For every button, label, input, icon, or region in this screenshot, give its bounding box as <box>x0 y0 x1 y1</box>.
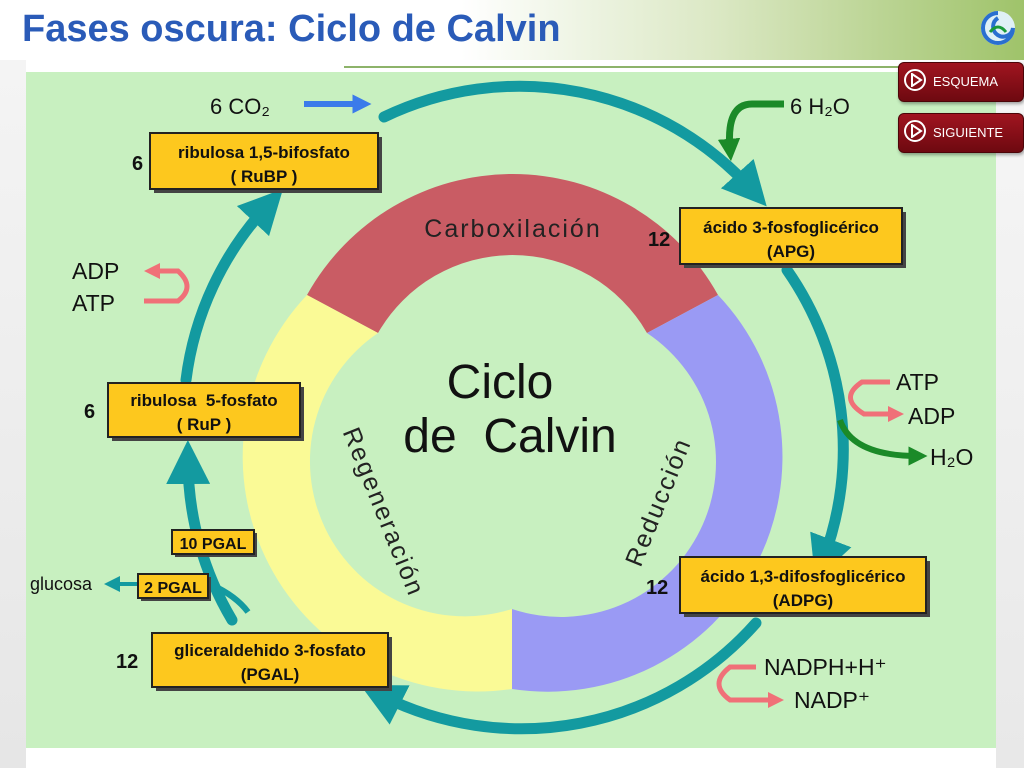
left-margin <box>0 60 26 768</box>
h2o-out-label: H₂O <box>930 444 973 470</box>
apg-name: ácido 3-fosfoglicérico <box>703 218 879 237</box>
cycle-arrow-left-upper <box>180 188 284 386</box>
rubp-abbrev: ( RuBP ) <box>231 167 298 186</box>
pgal-abbrev: (PGAL) <box>241 665 300 684</box>
adpg-name: ácido 1,3-difosfoglicérico <box>701 567 906 586</box>
logo-icon <box>981 11 1015 45</box>
rubp-count: 6 <box>132 153 143 175</box>
pgal-count: 12 <box>116 651 138 673</box>
rup-abbrev: ( RuP ) <box>177 415 231 434</box>
box-rubp: 6 ribulosa 1,5-bifosfato ( RuBP ) <box>132 132 382 193</box>
pgal2-label: 2 PGAL <box>144 580 202 597</box>
cycle-arrow-bottom <box>360 617 762 735</box>
box-apg: 12 ácido 3-fosfoglicérico (APG) <box>648 207 906 268</box>
adp-right-label: ADP <box>908 403 955 429</box>
center-title-line1: Ciclo <box>447 356 554 409</box>
h2o-in-label: 6 H₂O <box>790 94 850 119</box>
apg-count: 12 <box>648 229 670 251</box>
box-rup: 6 ribulosa 5-fosfato ( RuP ) <box>84 382 304 441</box>
header-divider <box>344 66 904 68</box>
atp-right-label: ATP <box>896 369 939 395</box>
atp-adp-right-arrow <box>848 379 905 423</box>
page-title: Fases oscura: Ciclo de Calvin <box>22 8 561 50</box>
siguiente-button-label: SIGUIENTE <box>933 125 1004 140</box>
nadph-nadp-arrow <box>716 664 785 709</box>
cycle-arrow-top-right <box>378 80 767 207</box>
esquema-button[interactable]: ESQUEMA <box>898 62 1024 102</box>
inner-circle <box>358 300 666 608</box>
center-title-line2: de Calvin <box>403 410 616 463</box>
rup-count: 6 <box>84 401 95 423</box>
pgal-split-connector <box>210 582 251 614</box>
nadp-label: NADP⁺ <box>794 687 870 713</box>
calvin-cycle-diagram: Carboxilación Reducción Regeneración Cic… <box>26 72 996 748</box>
nadph-label: NADPH+H⁺ <box>764 654 887 680</box>
co2-label: 6 CO₂ <box>210 94 270 119</box>
esquema-button-label: ESQUEMA <box>933 74 999 89</box>
adp-left-label: ADP <box>72 258 119 284</box>
h2o-out-arrow <box>837 418 928 466</box>
header-bar <box>0 0 1024 60</box>
play-icon <box>904 69 926 91</box>
play-icon <box>904 120 926 142</box>
h2o-in-arrow <box>717 100 784 162</box>
right-margin <box>996 60 1024 768</box>
cycle-arrow-right <box>781 264 852 581</box>
box-pgal: 12 gliceraldehido 3-fosfato (PGAL) <box>116 632 392 691</box>
box-adpg: 12 ácido 1,3-difosfoglicérico (ADPG) <box>646 556 930 617</box>
box-10-pgal: 10 PGAL <box>171 529 257 557</box>
rubp-name: ribulosa 1,5-bifosfato <box>178 143 350 162</box>
atp-adp-left-arrow <box>143 262 190 304</box>
phase-carboxylation-sector <box>307 173 718 333</box>
adpg-abbrev: (ADPG) <box>773 591 833 610</box>
adpg-count: 12 <box>646 577 668 599</box>
box-2-pgal: 2 PGAL <box>137 573 211 601</box>
pgal10-label: 10 PGAL <box>180 536 247 553</box>
rup-name: ribulosa 5-fosfato <box>130 391 277 410</box>
phase-regeneration-sector <box>242 295 513 692</box>
atp-left-label: ATP <box>72 290 115 316</box>
pgal-name: gliceraldehido 3-fosfato <box>174 641 366 660</box>
siguiente-button[interactable]: SIGUIENTE <box>898 113 1024 153</box>
apg-abbrev: (APG) <box>767 242 815 261</box>
glucosa-label: glucosa <box>30 574 93 594</box>
phase-label-carboxylation: Carboxilación <box>424 215 601 243</box>
